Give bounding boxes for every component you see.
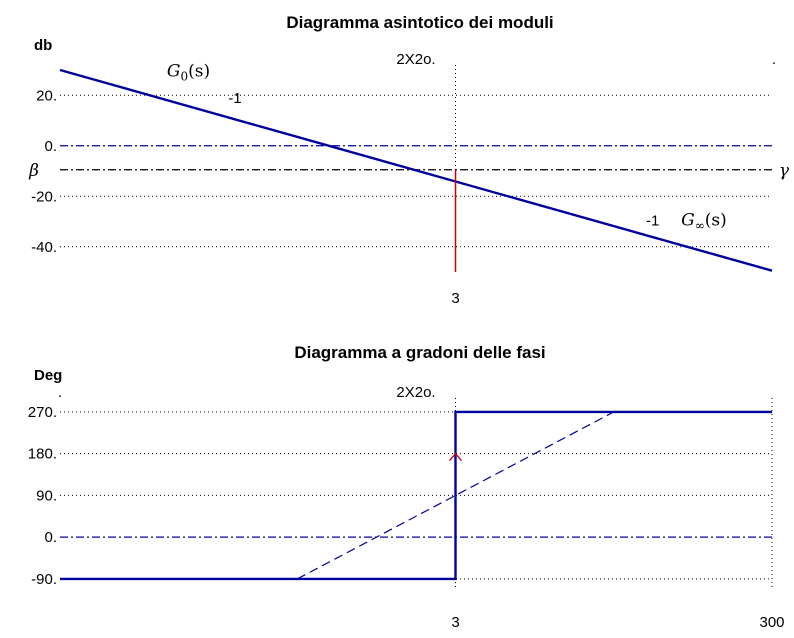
magnitude-panel: Diagramma asintotico dei moduli db 2X2o.… bbox=[28, 13, 790, 307]
y-tick-label: 270. bbox=[28, 404, 57, 421]
transfer-function-label: G0(s) bbox=[167, 61, 210, 83]
gamma-label: γ bbox=[779, 161, 790, 181]
y-tick-label: 0. bbox=[44, 138, 57, 155]
magnitude-ylabel: db bbox=[34, 37, 52, 54]
slope-label: -1 bbox=[228, 90, 241, 107]
y-tick-label: 20. bbox=[36, 87, 57, 104]
x-tick-label: 3 bbox=[451, 290, 459, 307]
dashed-phase-series bbox=[297, 411, 615, 580]
x-tick-label: 3 bbox=[451, 614, 459, 631]
phase-ylabel: Deg bbox=[34, 367, 62, 384]
beta-label: β bbox=[28, 161, 39, 181]
y-tick-label: -20. bbox=[31, 188, 57, 205]
magnitude-top-dot: . bbox=[772, 51, 776, 68]
phase-tick-labels: 270. 180. 90. 0. -90. 3 300 bbox=[28, 404, 785, 631]
arrow-up-marker bbox=[449, 452, 463, 462]
magnitude-tick-labels: 20. 0. -20. -40. 3 bbox=[31, 87, 460, 307]
phase-markers bbox=[449, 452, 463, 462]
x-tick-label: 300 bbox=[759, 614, 784, 631]
y-tick-label: 180. bbox=[28, 446, 57, 463]
phase-title: Diagramma a gradoni delle fasi bbox=[294, 343, 545, 362]
phase-gridlines bbox=[60, 398, 773, 590]
series-line bbox=[59, 68, 773, 272]
magnitude-title: Diagramma asintotico dei moduli bbox=[286, 13, 553, 32]
y-tick-label: -40. bbox=[31, 239, 57, 256]
phase-series bbox=[60, 410, 772, 581]
magnitude-series bbox=[59, 68, 773, 272]
phase-panel: Diagramma a gradoni delle fasi Deg 2X2o.… bbox=[28, 343, 785, 631]
transfer-function-label: G∞(s) bbox=[681, 210, 727, 232]
phase-top-dot: . bbox=[58, 384, 62, 401]
phase-top-label: 2X2o. bbox=[396, 384, 435, 401]
y-tick-label: -90. bbox=[31, 571, 57, 588]
slope-label: -1 bbox=[646, 212, 659, 229]
y-tick-label: 0. bbox=[44, 529, 57, 546]
magnitude-top-label: 2X2o. bbox=[396, 51, 435, 68]
y-tick-label: 90. bbox=[36, 487, 57, 504]
